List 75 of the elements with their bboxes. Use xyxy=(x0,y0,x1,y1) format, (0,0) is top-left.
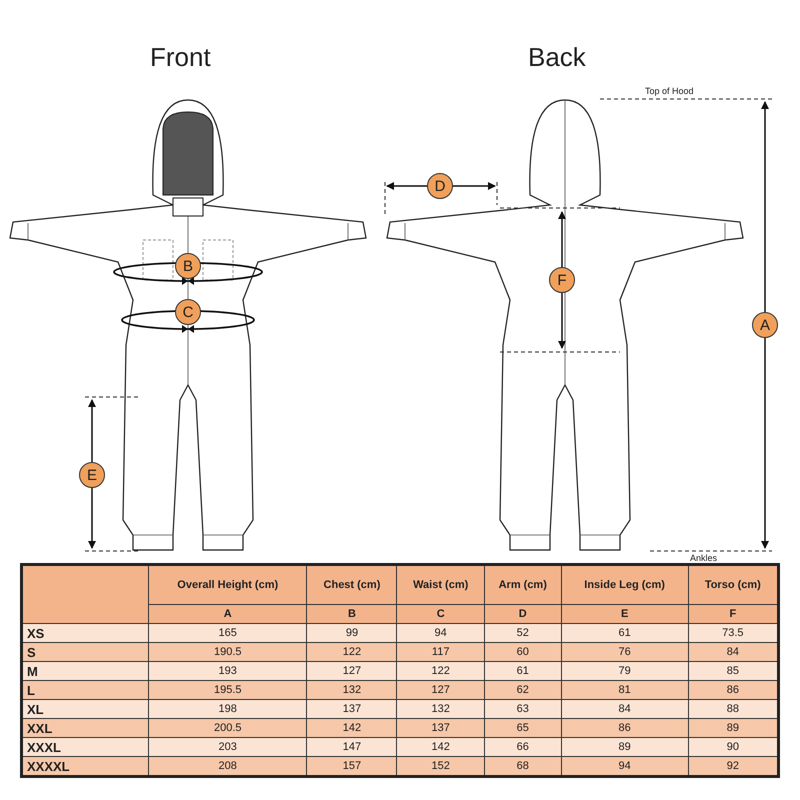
measurement-value: 198 xyxy=(148,700,307,718)
measurement-value: 79 xyxy=(561,662,688,680)
measurement-value: 142 xyxy=(396,738,484,756)
size-label: XXL xyxy=(22,718,148,738)
view-title: Back xyxy=(528,42,586,73)
measurement-value: 208 xyxy=(148,756,307,776)
view-title: Front xyxy=(150,42,211,73)
size-label: XXXL xyxy=(22,738,148,756)
measurement-value: 190.5 xyxy=(148,642,307,662)
measurement-value: 60 xyxy=(484,642,562,662)
measurement-value: 147 xyxy=(306,738,397,756)
measure-point-label: Top of Hood xyxy=(645,86,694,96)
measurement-value: 92 xyxy=(688,756,778,776)
measurement-value: 52 xyxy=(484,624,562,642)
measurement-value: 86 xyxy=(561,718,688,738)
measurement-value: 203 xyxy=(148,738,307,756)
measurement-value: 94 xyxy=(561,756,688,776)
callout-marker: A xyxy=(752,312,778,338)
measurement-value: 152 xyxy=(396,756,484,776)
size-label: S xyxy=(22,642,148,662)
measurement-value: 90 xyxy=(688,738,778,756)
column-header: Torso (cm) xyxy=(688,564,778,604)
column-header: Waist (cm) xyxy=(396,564,484,604)
size-label: XXXXL xyxy=(22,756,148,776)
measurement-value: 65 xyxy=(484,718,562,738)
measurement-value: 62 xyxy=(484,680,562,700)
measurement-value: 94 xyxy=(396,624,484,642)
measurement-value: 122 xyxy=(396,662,484,680)
measurement-value: 132 xyxy=(306,680,397,700)
measurement-value: 88 xyxy=(688,700,778,718)
column-letter: C xyxy=(396,604,484,624)
column-letter: F xyxy=(688,604,778,624)
column-letter: B xyxy=(306,604,397,624)
column-header: Arm (cm) xyxy=(484,564,562,604)
measurement-value: 142 xyxy=(306,718,397,738)
measurement-value: 132 xyxy=(396,700,484,718)
measurement-value: 195.5 xyxy=(148,680,307,700)
column-header: Inside Leg (cm) xyxy=(561,564,688,604)
size-label: M xyxy=(22,662,148,680)
column-letter: D xyxy=(484,604,562,624)
measurement-value: 99 xyxy=(306,624,397,642)
measurement-value: 127 xyxy=(306,662,397,680)
size-label: L xyxy=(22,680,148,700)
measurement-value: 137 xyxy=(306,700,397,718)
measurement-value: 84 xyxy=(688,642,778,662)
measurement-value: 66 xyxy=(484,738,562,756)
column-header: Chest (cm) xyxy=(306,564,397,604)
measurement-value: 76 xyxy=(561,642,688,662)
measurement-value: 81 xyxy=(561,680,688,700)
measurement-value: 89 xyxy=(688,718,778,738)
measure-point-label: Ankles xyxy=(690,553,718,563)
measurement-value: 86 xyxy=(688,680,778,700)
measurement-value: 89 xyxy=(561,738,688,756)
measurement-value: 68 xyxy=(484,756,562,776)
size-label: XL xyxy=(22,700,148,718)
measurement-value: 137 xyxy=(396,718,484,738)
measurement-value: 85 xyxy=(688,662,778,680)
measurement-value: 122 xyxy=(306,642,397,662)
measurement-value: 165 xyxy=(148,624,307,642)
callout-marker: E xyxy=(79,462,105,488)
measurement-value: 61 xyxy=(561,624,688,642)
measurement-value: 61 xyxy=(484,662,562,680)
measurement-value: 73.5 xyxy=(688,624,778,642)
measurement-value: 200.5 xyxy=(148,718,307,738)
measurement-value: 127 xyxy=(396,680,484,700)
measurement-value: 63 xyxy=(484,700,562,718)
column-header: Overall Height (cm) xyxy=(148,564,307,604)
column-letter: E xyxy=(561,604,688,624)
column-letter: A xyxy=(148,604,307,624)
measurement-value: 117 xyxy=(396,642,484,662)
measurement-value: 193 xyxy=(148,662,307,680)
measurement-value: 84 xyxy=(561,700,688,718)
callout-marker: D xyxy=(427,173,453,199)
size-label: XS xyxy=(22,624,148,642)
measurement-value: 157 xyxy=(306,756,397,776)
